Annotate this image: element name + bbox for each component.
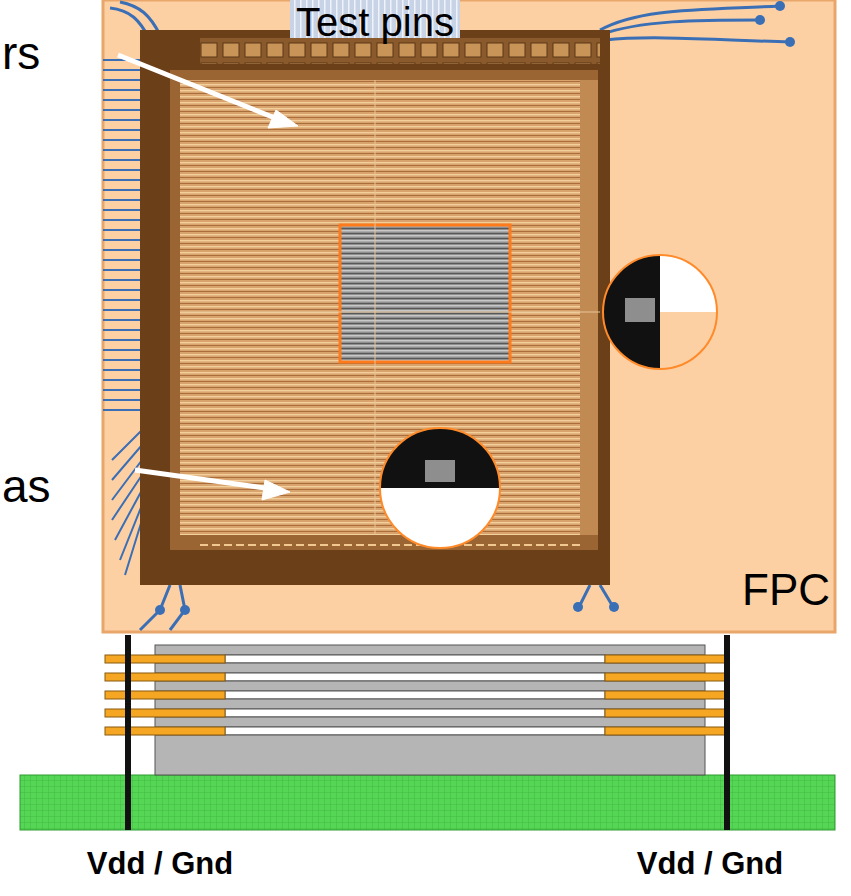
signal-label: Vdd / Gnd [87,848,233,879]
part-label: FPC [742,568,830,612]
part-label: Test pins [296,2,454,42]
callout-label: as [2,463,51,509]
callout-label: rs [2,30,40,76]
signal-label: Vdd / Gnd [637,848,783,879]
